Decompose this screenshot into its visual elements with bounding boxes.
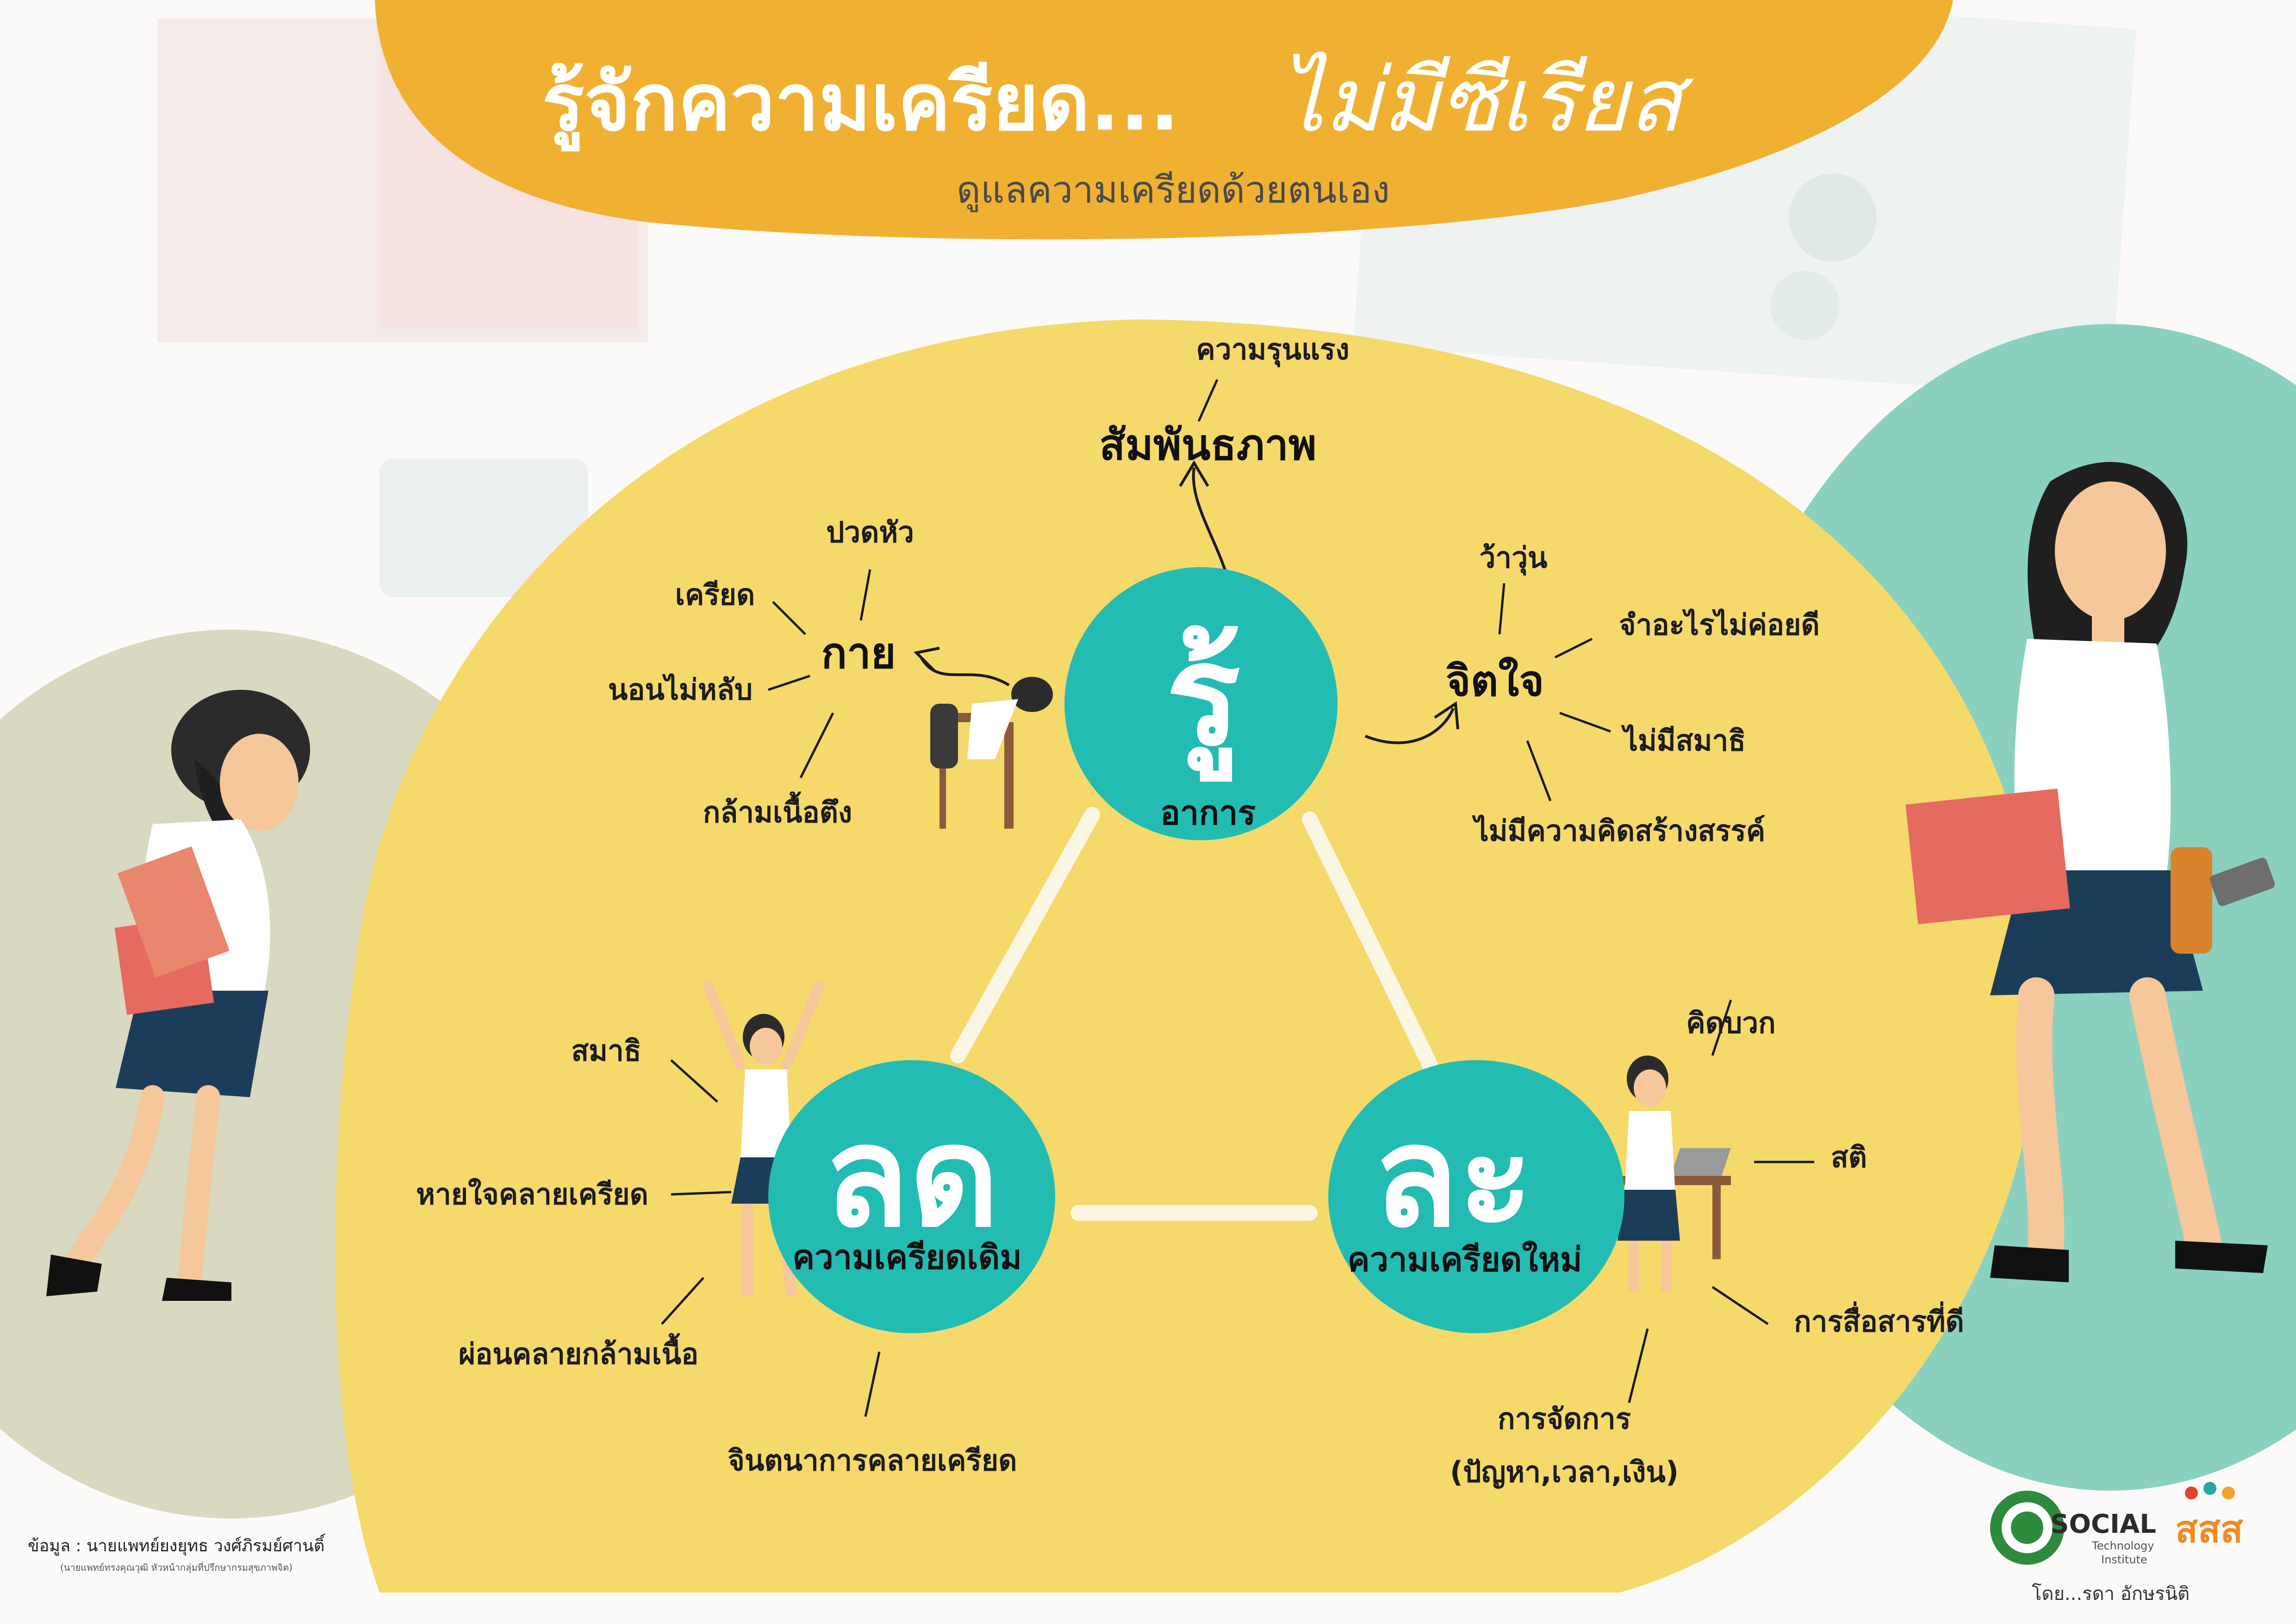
connector-know-quit bbox=[1302, 812, 1438, 1073]
source-note: (นายแพทย์ทรงคุณวุฒิ หัวหน้ากลุ่มที่ปรึกษ… bbox=[60, 1562, 292, 1573]
reduce-item-breathing: หายใจคลายเครียด bbox=[416, 1177, 648, 1211]
body-item-headache: ปวดหัว bbox=[826, 515, 915, 549]
know-letter: รู้ bbox=[1166, 612, 1241, 776]
reduce-item-imagination: จินตนาการคลายเครียด bbox=[728, 1443, 1017, 1477]
connector-know-reduce bbox=[950, 807, 1100, 1063]
government-logo bbox=[1990, 1491, 2064, 1565]
line-communication bbox=[1711, 1286, 1769, 1325]
sss-logo-mark bbox=[2185, 1482, 2235, 1499]
line-management bbox=[1628, 1328, 1649, 1403]
quit-item-positive-thinking: คิดบวก bbox=[1686, 1006, 1776, 1040]
body-item-insomnia: นอนไม่หลับ bbox=[608, 673, 753, 706]
reduce-circle bbox=[768, 1060, 1055, 1333]
line-imagination bbox=[864, 1351, 881, 1417]
line-restless bbox=[1498, 583, 1506, 635]
author-credit: โดย...รดา อักษรนิติ bbox=[2032, 1583, 2190, 1605]
line-stress bbox=[772, 601, 806, 635]
page-title: รู้จักความเครียด... bbox=[542, 57, 1180, 149]
reduce-label: ความเครียดเดิม bbox=[792, 1237, 1022, 1277]
quit-circle bbox=[1328, 1060, 1624, 1333]
mind-item-poor-memory: จำอะไรไม่ค่อยดี bbox=[1619, 608, 1820, 642]
reduce-letter: ลด bbox=[824, 1094, 1000, 1258]
line-focus bbox=[1559, 712, 1611, 733]
social-logo-text: SOCIAL bbox=[2050, 1509, 2156, 1539]
quit-item-mindfulness: สติ bbox=[1830, 1140, 1867, 1174]
line-creative bbox=[1526, 740, 1552, 801]
line-relax-muscle bbox=[661, 1277, 704, 1325]
know-label: อาการ bbox=[1160, 793, 1256, 832]
body-title: กาย bbox=[821, 628, 896, 678]
header-banner bbox=[375, 0, 1953, 240]
stressed-woman-illustration bbox=[46, 690, 310, 1301]
sss-logo-text: สสส bbox=[2175, 1508, 2243, 1551]
bg-tablet bbox=[380, 458, 588, 597]
quit-letter: ละ bbox=[1373, 1094, 1533, 1258]
arrow-head-right bbox=[1434, 701, 1459, 730]
yellow-blob bbox=[335, 319, 2041, 1593]
social-logo-sub2: Institute bbox=[2101, 1553, 2147, 1566]
line-breathing bbox=[671, 1191, 732, 1196]
walking-woman-illustration bbox=[1905, 462, 2275, 1282]
arrow-head-left bbox=[913, 647, 940, 673]
reduce-item-meditation: สมาธิ bbox=[571, 1034, 641, 1068]
reduce-item-muscle-relax: ผ่อนคลายกล้ามเนื้อ bbox=[458, 1337, 699, 1371]
line-insomnia bbox=[768, 675, 810, 691]
line-violence bbox=[1197, 379, 1219, 422]
quit-item-management: การจัดการ bbox=[1498, 1402, 1631, 1436]
quit-label: ความเครียดใหม่ bbox=[1347, 1240, 1582, 1279]
quit-item-communication: การสื่อสารที่ดี bbox=[1794, 1305, 1964, 1338]
source-credit: ข้อมูล : นายแพทย์ยงยุทธ วงศ์ภิรมย์ศานติ์ bbox=[28, 1537, 325, 1555]
mind-item-restless: ว้าวุ่น bbox=[1479, 541, 1548, 575]
arrow-to-relationship bbox=[1192, 467, 1228, 575]
line-memory bbox=[1554, 637, 1593, 659]
arrow-to-mind bbox=[1364, 707, 1455, 744]
line-meditation bbox=[670, 1059, 718, 1103]
page-subtitle: ดูแลความเครียดด้วยตนเอง bbox=[956, 168, 1390, 212]
bg-pie-chart-2 bbox=[1770, 271, 1840, 340]
line-muscle bbox=[799, 712, 834, 779]
bg-pie-chart bbox=[1789, 174, 1877, 262]
mind-item-no-creativity: ไม่มีความคิดสร้างสรรค์ bbox=[1474, 814, 1766, 848]
mind-item-no-focus: ไม่มีสมาธิ bbox=[1623, 724, 1746, 757]
know-circle bbox=[1064, 567, 1338, 840]
social-logo-sub1: Technology bbox=[2092, 1539, 2154, 1552]
line-headache bbox=[859, 569, 871, 621]
body-item-muscle-tension: กล้ามเนื้อตึง bbox=[703, 795, 852, 829]
relationship-item-violence: ความรุนแรง bbox=[1196, 332, 1350, 366]
quit-item-management-detail: (ปัญหา,เวลา,เงิน) bbox=[1450, 1455, 1679, 1489]
body-item-stress: เครียด bbox=[675, 578, 755, 612]
arrow-head-up bbox=[1179, 460, 1209, 487]
relationship-title: สัมพันธภาพ bbox=[1099, 420, 1317, 470]
page-title-accent: ไม่มีซีเรียส bbox=[1280, 49, 1682, 151]
mind-title: จิตใจ bbox=[1445, 656, 1544, 706]
line-positive bbox=[1711, 999, 1732, 1056]
